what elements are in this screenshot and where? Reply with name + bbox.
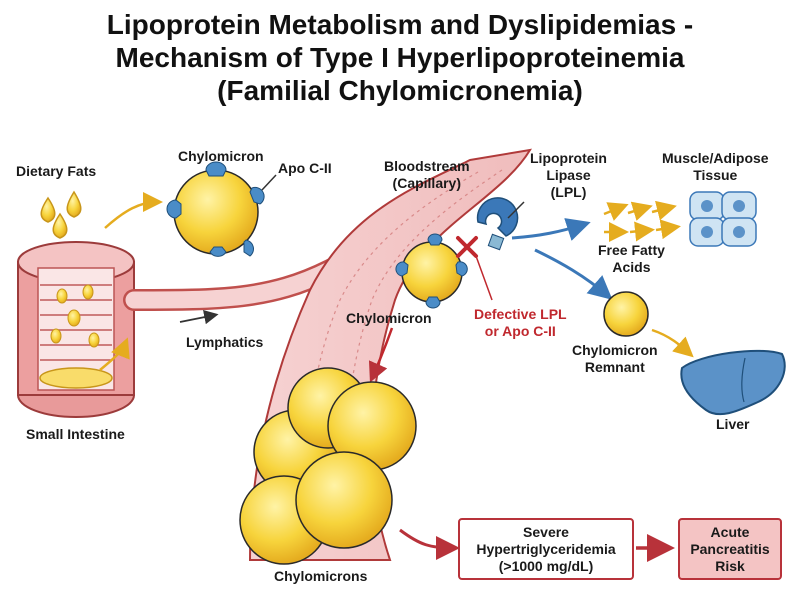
label-dietary-fats: Dietary Fats	[16, 163, 97, 179]
label-chylomicron-top: Chylomicron	[178, 148, 264, 164]
lpl-to-remnant-arrow	[534, 248, 613, 300]
label-lpl-line3: (LPL)	[550, 184, 587, 200]
small-intestine	[17, 241, 135, 418]
title-line-1: Lipoprotein Metabolism and Dyslipidemias…	[106, 9, 694, 40]
label-apo-c2: Apo C-II	[278, 160, 332, 176]
chylomicron-remnant	[603, 291, 649, 337]
label-remnant-line1: Chylomicron	[572, 342, 658, 358]
label-free-fatty-acids: Free Fatty Acids	[598, 242, 665, 276]
to-severe-arrow	[399, 528, 460, 560]
label-muscle-line2: Tissue	[693, 167, 738, 183]
title-line-2: Mechanism of Type I Hyperlipoproteinemia	[115, 42, 685, 73]
label-lpl-line1: Lipoprotein	[530, 150, 607, 166]
severe-line1: Severe	[523, 523, 569, 540]
severe-line2: Hypertriglyceridemia	[476, 540, 616, 557]
label-muscle-line1: Muscle/Adipose	[662, 150, 769, 166]
label-lpl: Lipoprotein Lipase (LPL)	[530, 150, 607, 201]
chylomicron-in-blood	[395, 233, 468, 309]
defect-x-icon	[456, 236, 478, 258]
label-chylomicron-mid: Chylomicron	[346, 310, 432, 326]
label-lpl-line2: Lipase	[546, 167, 591, 183]
label-ffa-line1: Free Fatty	[598, 242, 665, 258]
severe-line3: (>1000 mg/dL)	[498, 557, 594, 574]
lpl-enzyme	[476, 197, 519, 251]
accumulation-arrow	[368, 327, 394, 383]
label-bloodstream-line2: (Capillary)	[392, 175, 462, 191]
apo-c2-pointer	[261, 174, 277, 191]
remnant-to-liver-arrow	[651, 328, 694, 358]
label-chylomicron-remnant: Chylomicron Remnant	[572, 342, 658, 376]
label-ffa-line2: Acids	[612, 259, 651, 275]
muscle-adipose-cells	[689, 191, 757, 247]
chylomicron-top	[166, 161, 265, 257]
label-defect-line1: Defective LPL	[474, 306, 567, 322]
label-defective-lpl: Defective LPL or Apo C-II	[474, 306, 567, 340]
label-bloodstream: Bloodstream (Capillary)	[384, 158, 470, 192]
free-fatty-acid-arrows	[603, 200, 681, 242]
lymphatics-arrow	[179, 310, 219, 325]
label-small-intestine: Small Intestine	[26, 426, 125, 442]
label-liver: Liver	[716, 416, 750, 432]
lpl-pointer	[507, 201, 525, 219]
label-defect-line2: or Apo C-II	[484, 323, 556, 339]
page-title: Lipoprotein Metabolism and Dyslipidemias…	[0, 8, 800, 107]
label-chylomicrons: Chylomicrons	[274, 568, 368, 584]
risk-line2: Pancreatitis	[690, 540, 770, 557]
risk-line1: Acute	[710, 523, 750, 540]
fat-to-chylomicron-arrow	[104, 192, 163, 229]
liver-icon	[680, 349, 786, 416]
title-line-3: (Familial Chylomicronemia)	[217, 75, 583, 106]
defect-pointer	[475, 255, 493, 301]
label-lymphatics: Lymphatics	[186, 334, 264, 350]
dietary-fat-drops	[40, 190, 82, 239]
accumulated-chylomicrons	[239, 367, 417, 565]
lpl-to-ffa-arrow	[511, 218, 591, 241]
label-bloodstream-line1: Bloodstream	[384, 158, 470, 174]
pancreatitis-risk-box: Acute Pancreatitis Risk	[678, 518, 782, 580]
severe-hypertriglyceridemia-box: Severe Hypertriglyceridemia (>1000 mg/dL…	[458, 518, 634, 580]
label-muscle-adipose: Muscle/Adipose Tissue	[662, 150, 769, 184]
label-remnant-line2: Remnant	[584, 359, 645, 375]
risk-line3: Risk	[715, 557, 745, 574]
